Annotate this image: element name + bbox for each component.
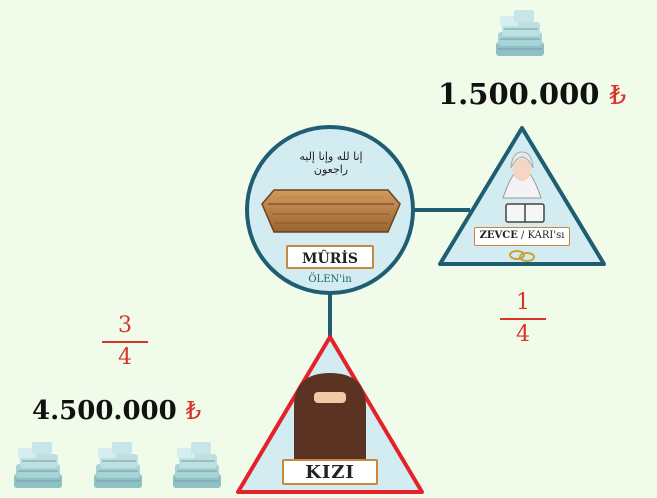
deceased-label: MÛRİS xyxy=(286,245,374,269)
lira-icon: ₺ xyxy=(185,397,202,425)
daughter-fraction-denominator: 4 xyxy=(118,344,132,370)
spouse-amount: 1.500.000 ₺ xyxy=(438,77,626,111)
deceased-subtitle: ÖLEN'in xyxy=(308,274,352,285)
daughter-label-text: KIZI xyxy=(305,462,355,483)
money-stack-icon xyxy=(13,441,63,489)
daughter-fraction: 3 4 xyxy=(102,313,148,371)
money-stack-icon xyxy=(93,441,143,489)
coffin-icon xyxy=(261,189,401,233)
fraction-bar xyxy=(500,318,546,320)
daughter-fraction-numerator: 3 xyxy=(118,313,132,338)
daughter-label: KIZI xyxy=(282,459,378,485)
spouse-fraction-denominator: 4 xyxy=(516,321,530,347)
spouse-label: ZEVCE / KARI'sı xyxy=(474,227,570,246)
daughter-amount: 4.500.000 ₺ xyxy=(32,396,201,426)
money-stack-icon xyxy=(495,9,545,57)
lira-icon: ₺ xyxy=(609,81,627,111)
spouse-amount-value: 1.500.000 xyxy=(438,77,600,111)
spouse-fraction: 1 4 xyxy=(500,290,546,348)
calligraphy-text: إنا لله وإنا إليه راجعون xyxy=(299,150,363,176)
spouse-fraction-numerator: 1 xyxy=(516,290,530,315)
money-stack-icon xyxy=(172,441,222,489)
daughter-amount-value: 4.500.000 xyxy=(32,396,177,426)
veiled-woman-icon xyxy=(294,373,366,459)
deceased-title: MÛRİS xyxy=(302,251,358,267)
spouse-label-main: ZEVCE xyxy=(479,230,518,241)
woman-reading-icon xyxy=(502,151,545,223)
daughter-node xyxy=(236,335,424,494)
fraction-bar xyxy=(102,341,148,343)
rings-icon xyxy=(509,250,535,262)
spouse-label-sub: / KARI'sı xyxy=(521,230,565,241)
